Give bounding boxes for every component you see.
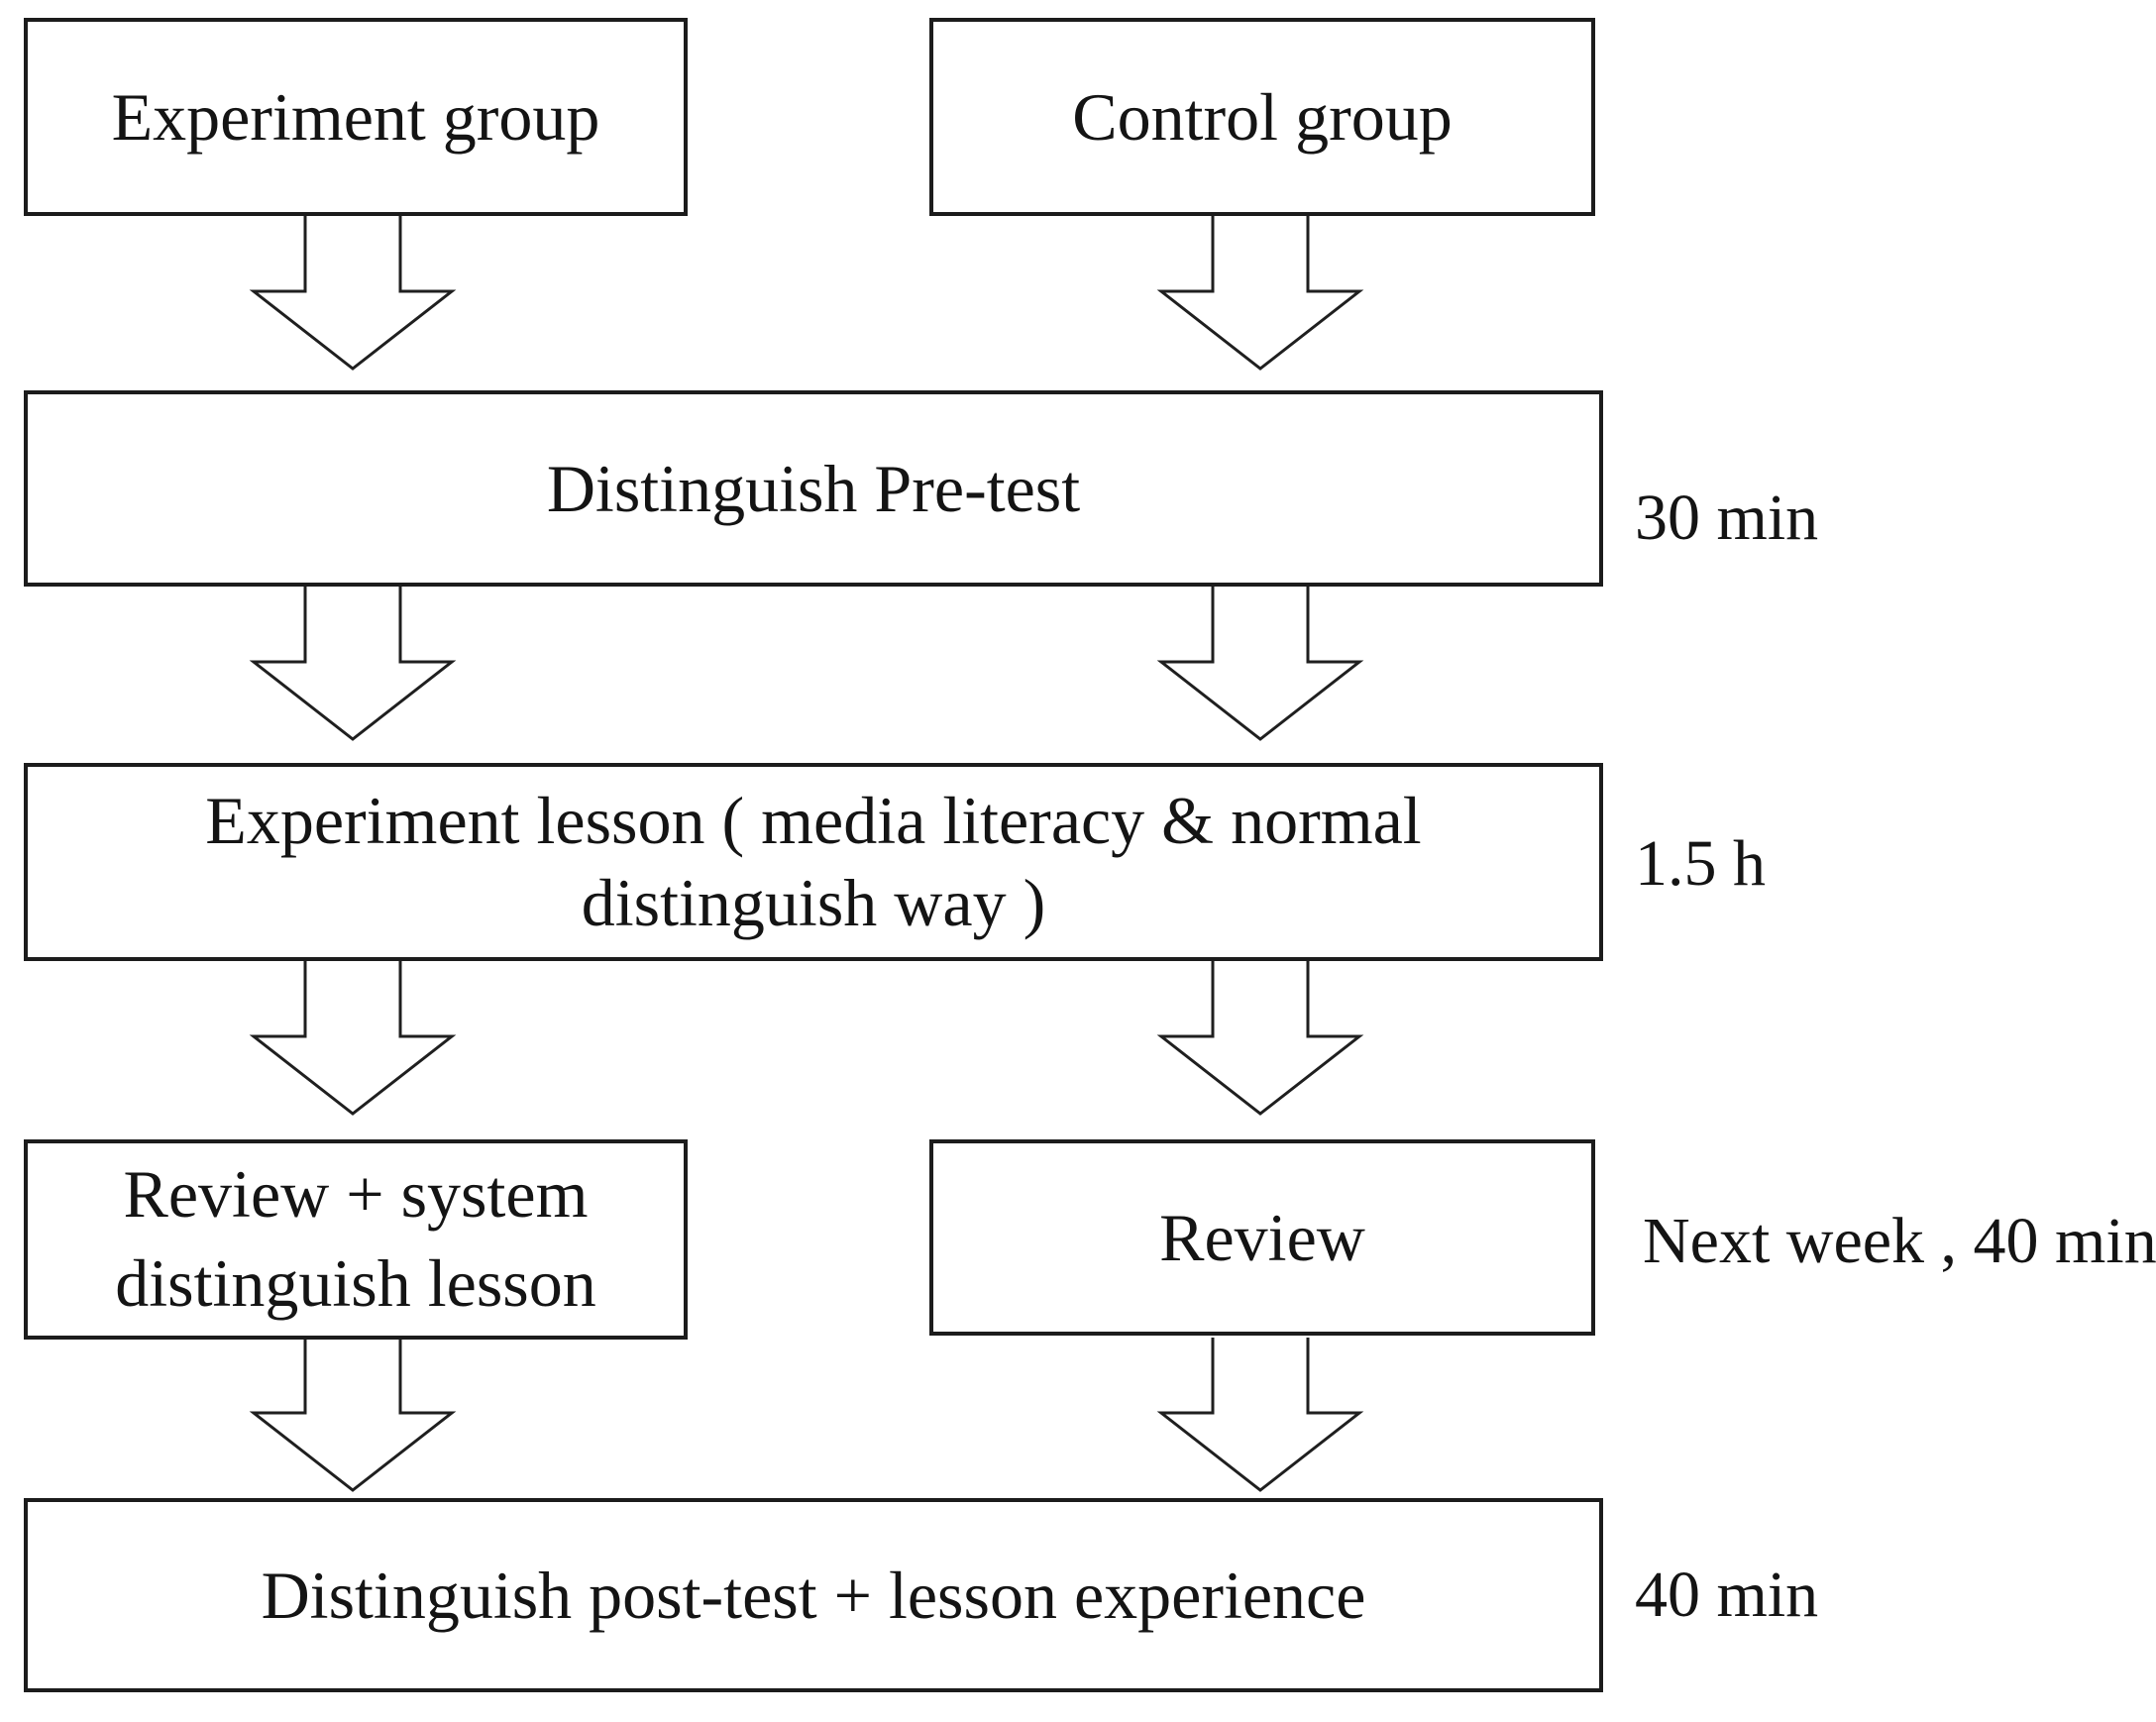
down-arrow-icon (249, 1338, 457, 1492)
box-experiment-group: Experiment group (24, 18, 688, 216)
box-control-group: Control group (929, 18, 1595, 216)
lesson-label-line2: distinguish way ) (581, 865, 1046, 940)
lesson-label-line1: Experiment lesson ( media literacy & nor… (205, 783, 1422, 859)
review-system-label-line2: distinguish lesson (115, 1245, 596, 1321)
down-arrow-icon (249, 216, 457, 371)
pretest-label: Distinguish Pre-test (546, 450, 1081, 526)
duration-posttest: 40 min (1635, 1559, 1819, 1631)
box-experiment-lesson: Experiment lesson ( media literacy & nor… (24, 763, 1603, 961)
review-system-label-line1: Review + system (123, 1156, 589, 1233)
posttest-label: Distinguish post-test + lesson experienc… (261, 1557, 1366, 1633)
down-arrow-icon (1156, 216, 1364, 371)
review-label: Review (1159, 1199, 1365, 1275)
duration-review: Next week , 40 min (1643, 1205, 2156, 1277)
box-review-system-lesson: Review + system distinguish lesson (24, 1139, 688, 1340)
duration-pretest: 30 min (1635, 482, 1819, 554)
down-arrow-icon (1156, 1338, 1364, 1492)
down-arrow-icon (1156, 961, 1364, 1116)
control-group-label: Control group (1072, 78, 1453, 155)
box-review: Review (929, 1139, 1595, 1336)
down-arrow-icon (249, 961, 457, 1116)
box-distinguish-posttest: Distinguish post-test + lesson experienc… (24, 1498, 1603, 1692)
duration-lesson: 1.5 h (1635, 827, 1766, 900)
down-arrow-icon (1156, 587, 1364, 741)
down-arrow-icon (249, 587, 457, 741)
experiment-group-label: Experiment group (111, 78, 600, 155)
box-distinguish-pretest: Distinguish Pre-test (24, 390, 1603, 587)
